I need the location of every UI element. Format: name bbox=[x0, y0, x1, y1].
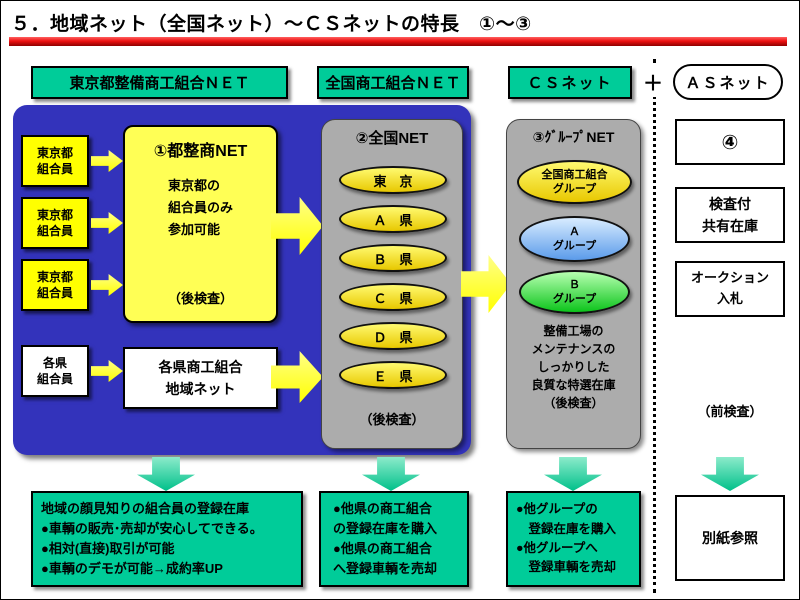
arrow-right-icon bbox=[91, 212, 123, 234]
national-panel-title: ②全国NET bbox=[355, 130, 429, 147]
national-panel: ②全国NET 東 京 Ａ 県 Ｂ 県 Ｃ 県 Ｄ 県 Ｅ 県 （後検査） bbox=[321, 119, 463, 449]
group-ellipse-national: 全国商工組合 グループ bbox=[517, 160, 632, 204]
flow-arrow-icon bbox=[271, 351, 323, 403]
group-ellipse-b: Ｂ グループ bbox=[519, 270, 630, 314]
arrow-down-icon bbox=[701, 457, 759, 491]
arrow-right-icon bbox=[91, 274, 123, 296]
flow-arrow-icon bbox=[271, 197, 323, 255]
shared-stock-box: 検査付 共有在庫 bbox=[675, 187, 785, 243]
pref-ellipse-d: Ｄ 県 bbox=[339, 322, 447, 350]
auction-box: オークション 入札 bbox=[675, 261, 785, 317]
pref-ellipse-c: Ｃ 県 bbox=[339, 283, 447, 311]
pref-net-box: 各県商工組合 地域ネット bbox=[123, 347, 278, 409]
tokyo-panel: 東京都 組合員 東京都 組合員 東京都 組合員 ①都整商NET 東京都の 組合員… bbox=[13, 105, 471, 455]
header-cs-net: ＣＳネット bbox=[508, 66, 632, 99]
group-panel-title: ③ｸﾞﾙｰﾌﾟNET bbox=[532, 129, 615, 145]
arrow-down-icon bbox=[362, 457, 420, 491]
page-title: ５．地域ネット（全国ネット）～ＣＳネットの特長 ①～③ bbox=[11, 14, 532, 35]
member-box-2: 東京都 組合員 bbox=[21, 197, 89, 249]
header-national-net: 全国商工組合ＮＥＴ bbox=[317, 66, 469, 99]
group-panel: ③ｸﾞﾙｰﾌﾟNET 全国商工組合 グループ Ａ グループ Ｂ グループ 整備工… bbox=[506, 119, 641, 449]
pref-ellipse-e: Ｅ 県 bbox=[339, 361, 447, 389]
as-number-box: ④ bbox=[675, 119, 785, 165]
header-tokyo-net: 東京都整備商工組合ＮＥＴ bbox=[31, 66, 288, 99]
national-panel-note: （後検査） bbox=[359, 412, 425, 427]
tosei-net-box: ①都整商NET 東京都の 組合員のみ 参加可能 （後検査） bbox=[123, 125, 278, 323]
tosei-net-note: （後検査） bbox=[167, 291, 233, 306]
tosei-net-title: ①都整商NET bbox=[153, 143, 248, 160]
pref-ellipse-tokyo: 東 京 bbox=[339, 166, 447, 194]
arrow-down-icon bbox=[544, 457, 602, 491]
benefit-box-group: ●他グループの 登録在庫を購入 ●他グループへ 登録車輌を売却 bbox=[506, 491, 641, 587]
reference-box: 別紙参照 bbox=[675, 495, 785, 581]
group-ellipse-a: Ａ グループ bbox=[519, 216, 630, 262]
pref-member-box: 各県 組合員 bbox=[21, 345, 89, 397]
benefit-box-national: ●他県の商工組合 の登録在庫を購入 ●他県の商工組合 へ登録車輌を売却 bbox=[319, 491, 469, 587]
arrow-right-icon bbox=[91, 150, 123, 172]
divider-dotted-line bbox=[653, 59, 656, 593]
title-underline bbox=[9, 37, 787, 46]
member-box-1: 東京都 組合員 bbox=[21, 135, 89, 187]
pref-ellipse-a: Ａ 県 bbox=[339, 205, 447, 233]
benefit-box-regional: 地域の顔見知りの組合員の登録在庫 ●車輌の販売･売却が安心してできる。 ●相対(… bbox=[31, 491, 303, 587]
group-description: 整備工場の メンテナンスの しっかりした 良質な特選在庫 （後検査） bbox=[531, 324, 616, 410]
arrow-right-icon bbox=[91, 360, 123, 382]
header-as-net: ＡＳネット bbox=[673, 64, 783, 100]
tosei-net-body: 東京都の 組合員のみ 参加可能 bbox=[167, 178, 233, 238]
pre-inspection-note: （前検査） bbox=[697, 404, 763, 419]
pref-ellipse-b: Ｂ 県 bbox=[339, 244, 447, 272]
arrow-down-icon bbox=[137, 457, 195, 491]
plus-sign: ＋ bbox=[637, 65, 669, 97]
member-box-3: 東京都 組合員 bbox=[21, 259, 89, 311]
